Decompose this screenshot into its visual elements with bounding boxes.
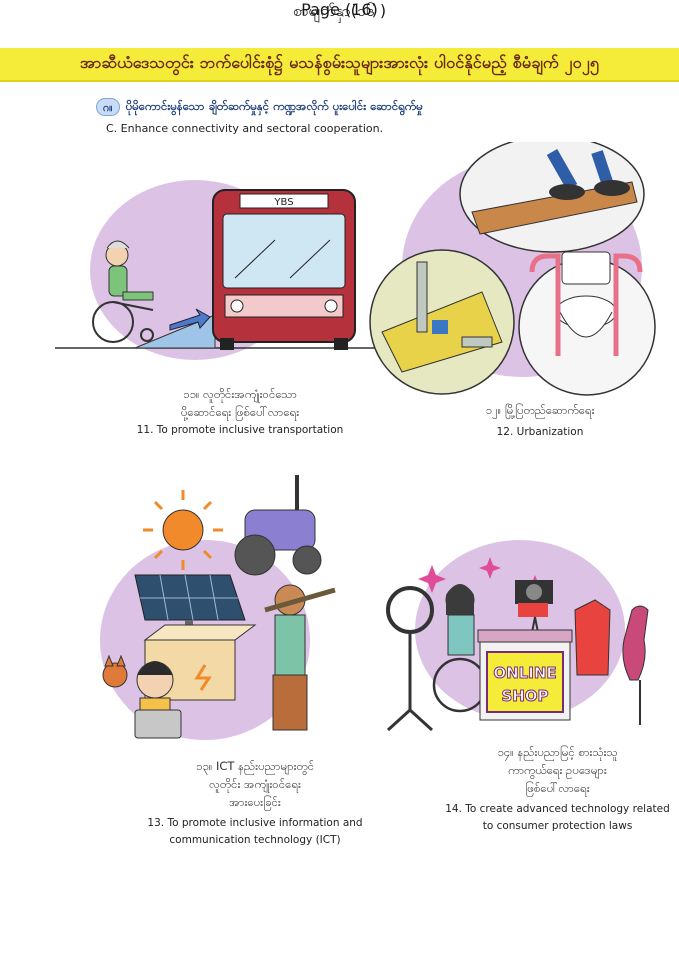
cat-icon: [102, 654, 128, 688]
section-heading: ဂ။ ပိုမိုကောင်းမွန်သော ချိတ်ဆက်မှုနှင့် …: [96, 98, 423, 116]
bus-sign: YBS: [273, 197, 293, 208]
wheelchair-user-icon: [92, 240, 154, 343]
caption-14-en-2: to consumer protection laws: [482, 819, 633, 832]
shop-counter: ONLINE SHOP: [477, 629, 573, 721]
caption-13-en-2: communication technology (ICT): [169, 833, 341, 846]
accessible-ramp-icon: [369, 249, 515, 395]
caption-12-my-1: ၁၂။ မြို့ပြတည်ဆောက်ရေး: [485, 403, 595, 417]
caption-11-my-2: ပို့ဆောင်ရေး ဖြစ်ပေါ်လာရေး: [180, 404, 300, 419]
caption-14-my-3: ဖြစ်ပေါ်လာရေး: [525, 780, 590, 795]
shop-sign-line-1: ONLINE: [493, 664, 556, 682]
tractor-icon: [234, 475, 322, 576]
inclusive-ict-illustration: [100, 475, 336, 740]
caption-14-my-2: ကာကွယ်ရေး ဥပဒေများ: [508, 762, 607, 777]
banner-title: အာဆီယံဒေသတွင်း ဘက်ပေါင်းစုံ၌ မသန်စွမ်းသူ…: [79, 53, 600, 72]
page-number-my: စာမျက်နှာ(၁၆ ): [292, 1, 387, 20]
farmer-icon: [264, 584, 336, 731]
caption-14: ၁၄။ နည်းပညာမြင့် စားသုံးသူ ကာကွယ်ရေး ဥပဒ…: [440, 744, 675, 834]
caption-13-my-3: အားပေးခြင်း: [229, 794, 281, 809]
child-laptop-icon: [134, 661, 182, 739]
inclusive-transport-illustration: YBS: [55, 180, 375, 360]
caption-14-en-1: 14. To create advanced technology relate…: [445, 803, 670, 816]
clothes-rack-icon: [574, 599, 649, 725]
caption-13: ၁၃။ ICT နည်းပညာများတွင် လူတိုင်း အကျုံးဝ…: [130, 758, 380, 848]
caption-13-en-1: 13. To promote inclusive information and: [147, 817, 363, 830]
caption-13-my-2: လူတိုင်း အကျုံးဝင်ရေး: [209, 776, 301, 791]
online-shop-illustration: ONLINE SHOP: [386, 540, 649, 732]
urbanization-illustration: [369, 142, 656, 396]
section-title-en: C. Enhance connectivity and sectoral coo…: [106, 122, 384, 135]
section-title-my: ပိုမိုကောင်းမွန်သော ချိတ်ဆက်မှုနှင့် ကဏ္…: [125, 98, 423, 113]
caption-11: ၁၁။ လူတိုင်းအကျုံးဝင်သော ပို့ဆောင်ရေး ဖြ…: [120, 386, 360, 438]
accessible-toilet-icon: [518, 251, 656, 396]
caption-11-en: 11. To promote inclusive transportation: [136, 423, 344, 436]
shop-sign-line-2: SHOP: [501, 687, 548, 705]
sun-icon: [143, 490, 223, 570]
bus-icon: YBS: [212, 189, 356, 350]
section-badge: ဂ။: [96, 98, 120, 116]
caption-12: ၁၂။ မြို့ပြတည်ဆောက်ရေး 12. Urbanization: [440, 402, 640, 440]
page-number-en: Page (16): [301, 0, 378, 19]
tactile-paving-icon: [459, 142, 645, 253]
caption-12-en: 12. Urbanization: [496, 425, 584, 438]
caption-11-my-1: ၁၁။ လူတိုင်းအကျုံးဝင်သော: [182, 387, 298, 401]
title-banner: အာဆီယံဒေသတွင်း ဘက်ပေါင်းစုံ၌ မသန်စွမ်းသူ…: [0, 48, 679, 82]
caption-14-my-1: ၁၄။ နည်းပညာမြင့် စားသုံးသူ: [497, 745, 618, 759]
caption-13-my-1: ၁၃။ ICT နည်းပညာများတွင်: [195, 759, 315, 773]
ring-light-icon: [386, 586, 434, 732]
